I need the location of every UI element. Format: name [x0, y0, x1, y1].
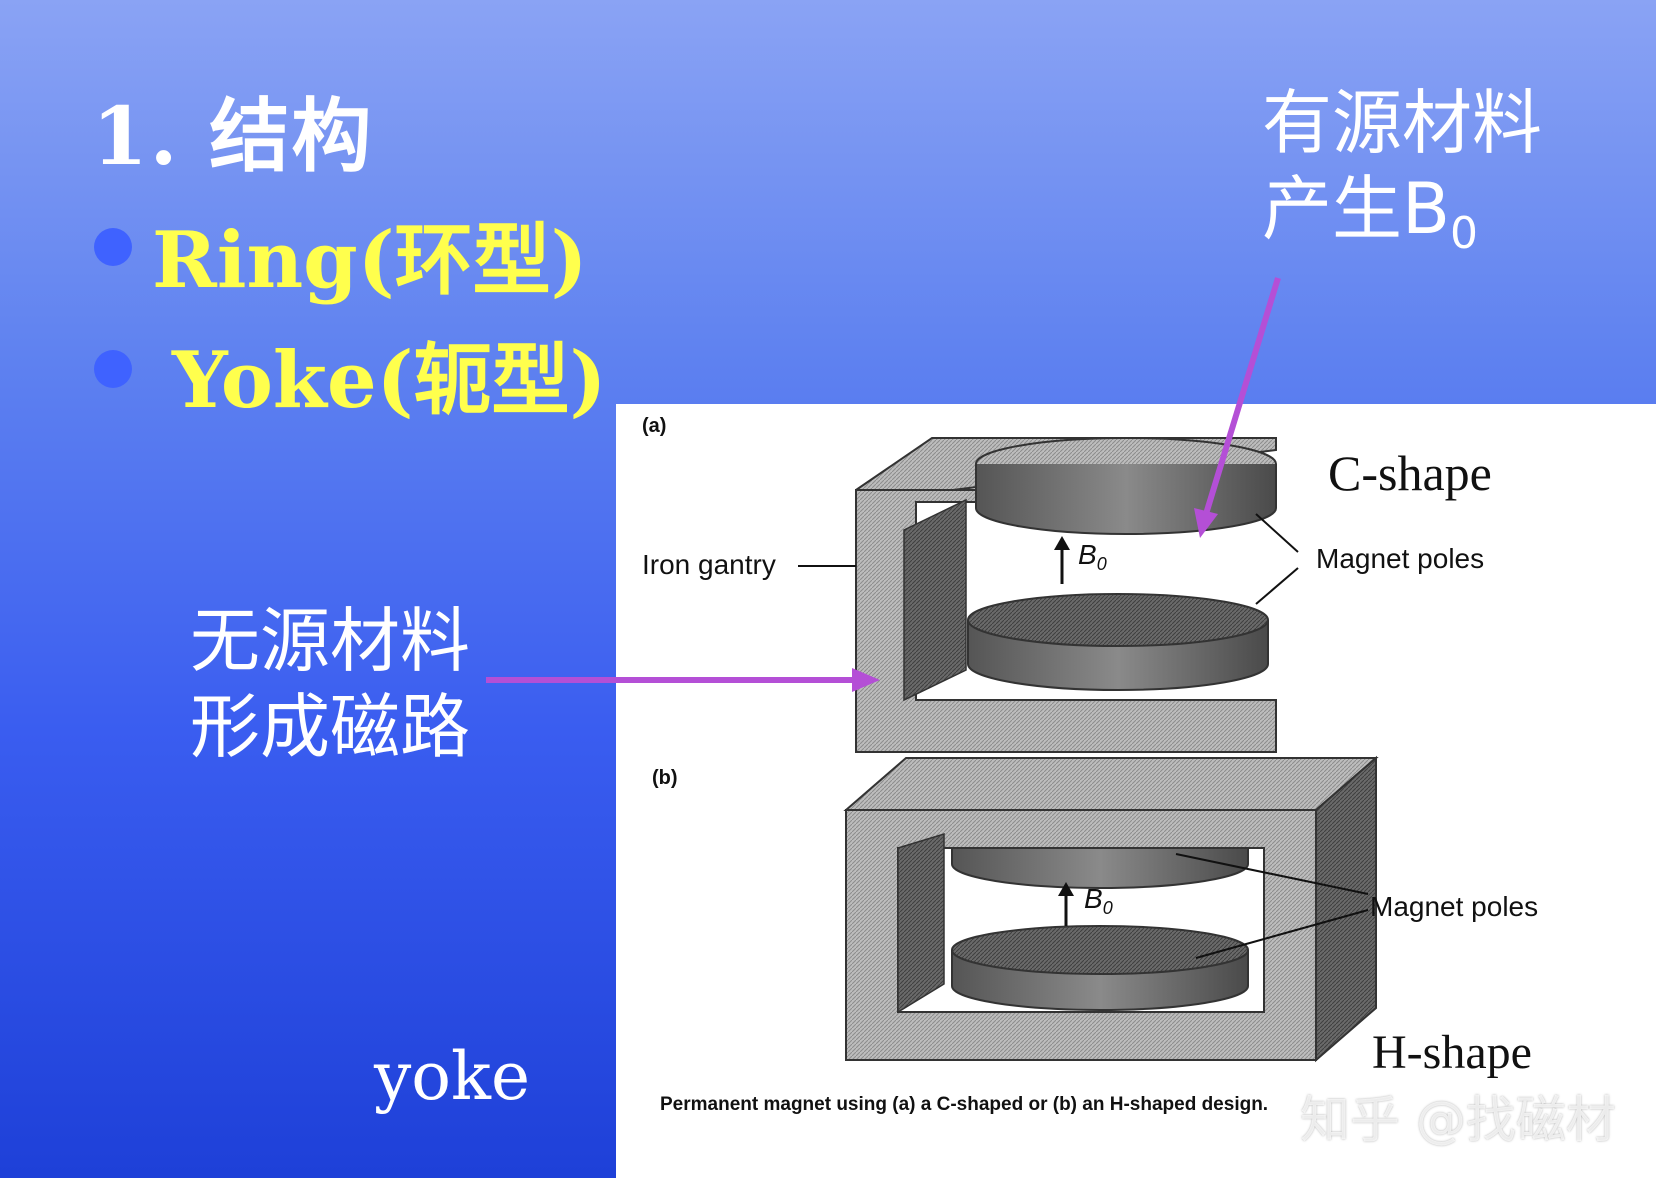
bullet-dot-yoke	[94, 350, 132, 388]
b0-arrowhead-b	[1058, 882, 1074, 896]
slide-title: 1. 结构	[92, 89, 374, 183]
figure-caption: Permanent magnet using (a) a C-shaped or…	[660, 1094, 1268, 1115]
magnet-figure: (a) (b) C-shape Iron gantry Magnet poles…	[616, 404, 1656, 1178]
h-side-face	[1315, 755, 1377, 1063]
h-top-face	[843, 757, 1379, 811]
bullet-yoke: Yoke(轭型)	[172, 335, 607, 426]
active-note-line2: 产生B0	[1262, 168, 1479, 259]
upper-pole-side	[975, 464, 1277, 535]
passive-note-line1: 无源材料	[190, 600, 470, 682]
yoke-label: yoke	[374, 1038, 531, 1115]
b0-label-a: B0	[1078, 539, 1107, 574]
h-shape-diagram	[843, 755, 1379, 1063]
b0-label-b: B0	[1084, 883, 1113, 918]
c-shape-diagram	[798, 437, 1299, 753]
passive-material-note: 无源材料 形成磁路	[190, 598, 520, 770]
c-shape-label: C-shape	[1328, 445, 1492, 501]
active-note-subscript: 0	[1450, 208, 1479, 259]
bullet-dot-ring	[94, 228, 132, 266]
magnet-diagram: (a) (b) C-shape Iron gantry Magnet poles…	[642, 415, 1538, 1115]
magnet-poles-leader-a1	[1255, 513, 1299, 553]
lower-pole-top	[967, 593, 1269, 647]
h-lower-pole-top	[951, 925, 1249, 975]
panel-b-label: (b)	[652, 767, 678, 789]
panel-a-label: (a)	[642, 415, 666, 437]
h-upper-pole	[951, 847, 1249, 889]
magnet-poles-label-b: Magnet poles	[1370, 891, 1538, 922]
active-note-line1: 有源材料	[1262, 82, 1542, 164]
magnet-poles-leader-b1	[1175, 853, 1369, 895]
magnet-poles-label-a: Magnet poles	[1316, 543, 1484, 574]
h-inner-wall	[897, 832, 945, 1014]
active-material-note: 有源材料 产生B0	[1262, 80, 1602, 277]
magnet-poles-leader-b2	[1195, 909, 1369, 959]
iron-gantry-label: Iron gantry	[642, 549, 776, 580]
bullet-ring: Ring(环型)	[152, 215, 588, 306]
c-inner-wall	[903, 498, 967, 702]
passive-note-line2: 形成磁路	[190, 686, 470, 768]
b0-arrowhead-a	[1054, 536, 1070, 550]
h-shape-label: H-shape	[1372, 1026, 1532, 1079]
magnet-poles-leader-a2	[1255, 567, 1299, 605]
watermark: 知乎 @找磁材	[1300, 1091, 1616, 1149]
